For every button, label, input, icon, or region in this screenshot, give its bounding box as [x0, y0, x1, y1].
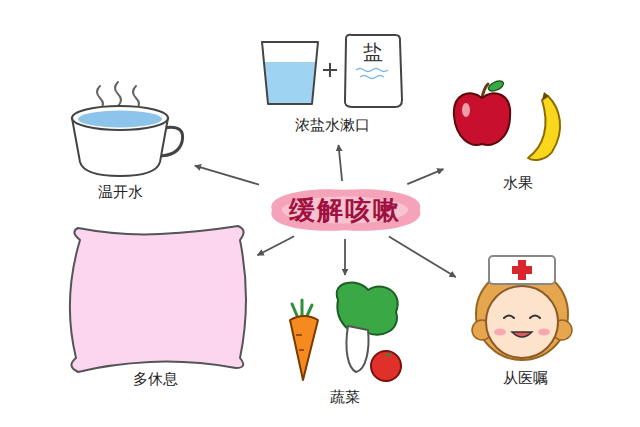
vegetable-illustration — [290, 283, 401, 381]
arrow-connector-group — [345, 239, 346, 275]
node-text: 从医嘱 — [503, 368, 548, 388]
arrow-connector-group — [407, 169, 443, 184]
remedy-item: 蔬菜 — [280, 280, 410, 412]
arrow-connector — [407, 169, 443, 184]
pillow-illustration — [70, 226, 246, 372]
arrow-connector — [257, 236, 294, 255]
illustration-label: 盐 — [363, 39, 383, 66]
node-text: 浓盐水漱口 — [295, 115, 370, 135]
arrow-connector — [389, 237, 456, 277]
node-text: 缓解咳嗽 — [289, 194, 401, 226]
node-text: 多休息 — [133, 369, 178, 389]
remedy-item: 浓盐水漱口 — [255, 30, 410, 140]
node-text: 水果 — [503, 173, 533, 193]
remedy-item: 从医嘱 — [460, 245, 590, 393]
remedy-item: 水果 — [448, 78, 588, 198]
arrow-connector-group — [389, 237, 456, 277]
doctor-illustration — [472, 256, 572, 360]
arrow-connector — [195, 166, 259, 185]
arrow-connector — [338, 145, 342, 181]
remedy-item: 多休息 — [58, 222, 253, 394]
bubble-fill — [271, 189, 420, 231]
arrow-connector-group — [338, 145, 342, 181]
salt-water-illustration — [262, 35, 402, 107]
arrow-connector-group — [257, 236, 294, 255]
cup-illustration — [72, 82, 183, 176]
arrow-connector-group — [195, 166, 259, 185]
fruit-illustration — [454, 79, 560, 160]
node-text: 蔬菜 — [330, 387, 360, 407]
remedy-item: 温开水 — [50, 80, 190, 207]
topic-bubble: 缓解咳嗽 — [262, 186, 428, 234]
arrow-connector — [344, 239, 346, 275]
node-text: 温开水 — [98, 182, 143, 202]
